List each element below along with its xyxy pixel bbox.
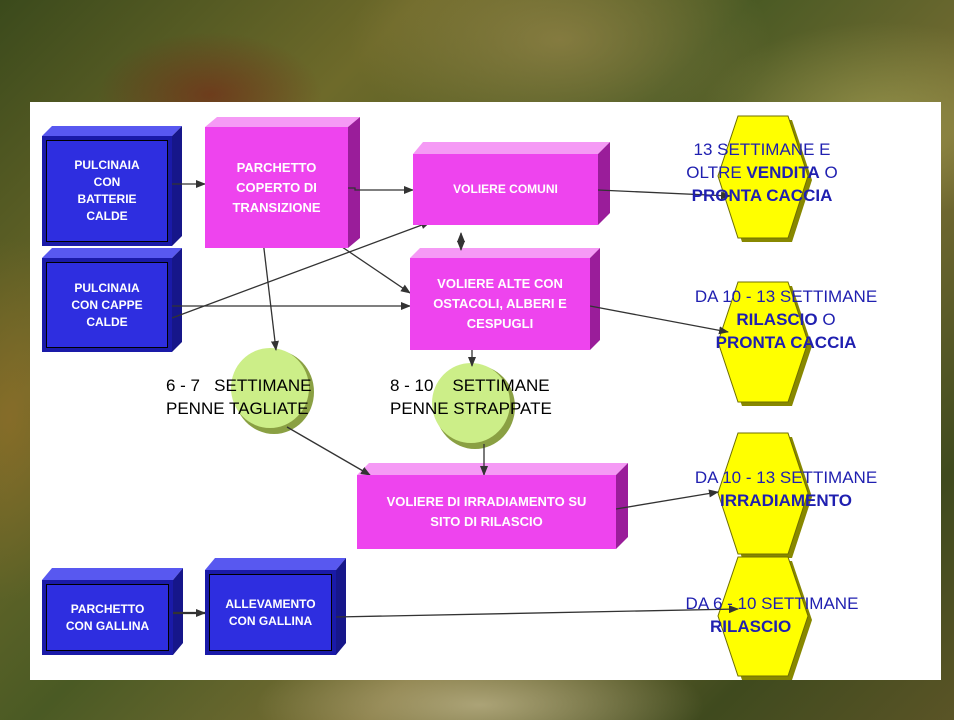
- outcome-irradiamento-line2: IRRADIAMENTO: [720, 491, 852, 510]
- outcome-rilascio-line1: DA 6 - 10 SETTIMANE: [685, 594, 859, 613]
- outcome-vendita-line1: 13 SETTIMANE E: [693, 140, 831, 159]
- box-parchetto-gallina: PARCHETTO CON GALLINA: [42, 580, 173, 655]
- label-penne-tagliate: 6 - 7 SETTIMANE PENNE TAGLIATE: [166, 376, 312, 418]
- box-parchetto-transizione: PARCHETTO COPERTO DI TRANSIZIONE: [205, 127, 348, 248]
- box-pulcinaia-batterie: PULCINAIA CON BATTERIE CALDE: [42, 136, 172, 246]
- connectors: [171, 180, 739, 618]
- outcome-irradiamento-line1: DA 10 - 13 SETTIMANE: [694, 468, 878, 487]
- outcome-vendita: 13 SETTIMANE E OLTRE VENDITA O PRONTA CA…: [652, 138, 872, 207]
- box-voliere-irradiamento: VOLIERE DI IRRADIAMENTO SU SITO DI RILAS…: [357, 475, 616, 549]
- outcome-rilascio-caccia: DA 10 - 13 SETTIMANE RILASCIO O PRONTA C…: [662, 285, 910, 354]
- outcome-irradiamento: DA 10 - 13 SETTIMANE IRRADIAMENTO: [662, 466, 910, 512]
- box-pulcinaia-cappe: PULCINAIA CON CAPPE CALDE: [42, 258, 172, 352]
- outcome-vendita-line2: OLTRE VENDITA O: [686, 163, 838, 182]
- outcome-hexagons: [717, 115, 812, 680]
- label-penne-strappate: 8 - 10 SETTIMANE PENNE STRAPPATE: [390, 376, 552, 418]
- outcome-rilascio-caccia-line2: RILASCIO O: [736, 310, 836, 329]
- outcome-vendita-line3: PRONTA CACCIA: [691, 186, 833, 205]
- outcome-rilascio-caccia-line3: PRONTA CACCIA: [715, 333, 857, 352]
- outcome-rilascio-caccia-line1: DA 10 - 13 SETTIMANE: [694, 287, 878, 306]
- outcome-rilascio-line2: RILASCIO: [710, 617, 792, 636]
- outcome-rilascio: DA 6 - 10 SETTIMANE RILASCIO: [648, 592, 896, 638]
- box-voliere-comuni: VOLIERE COMUNI: [413, 154, 598, 225]
- box-voliere-alte: VOLIERE ALTE CON OSTACOLI, ALBERI E CESP…: [410, 258, 590, 350]
- box-allevamento-gallina: ALLEVAMENTO CON GALLINA: [205, 570, 336, 655]
- box-3d-sides: [42, 117, 628, 655]
- feather-circles: [231, 348, 515, 449]
